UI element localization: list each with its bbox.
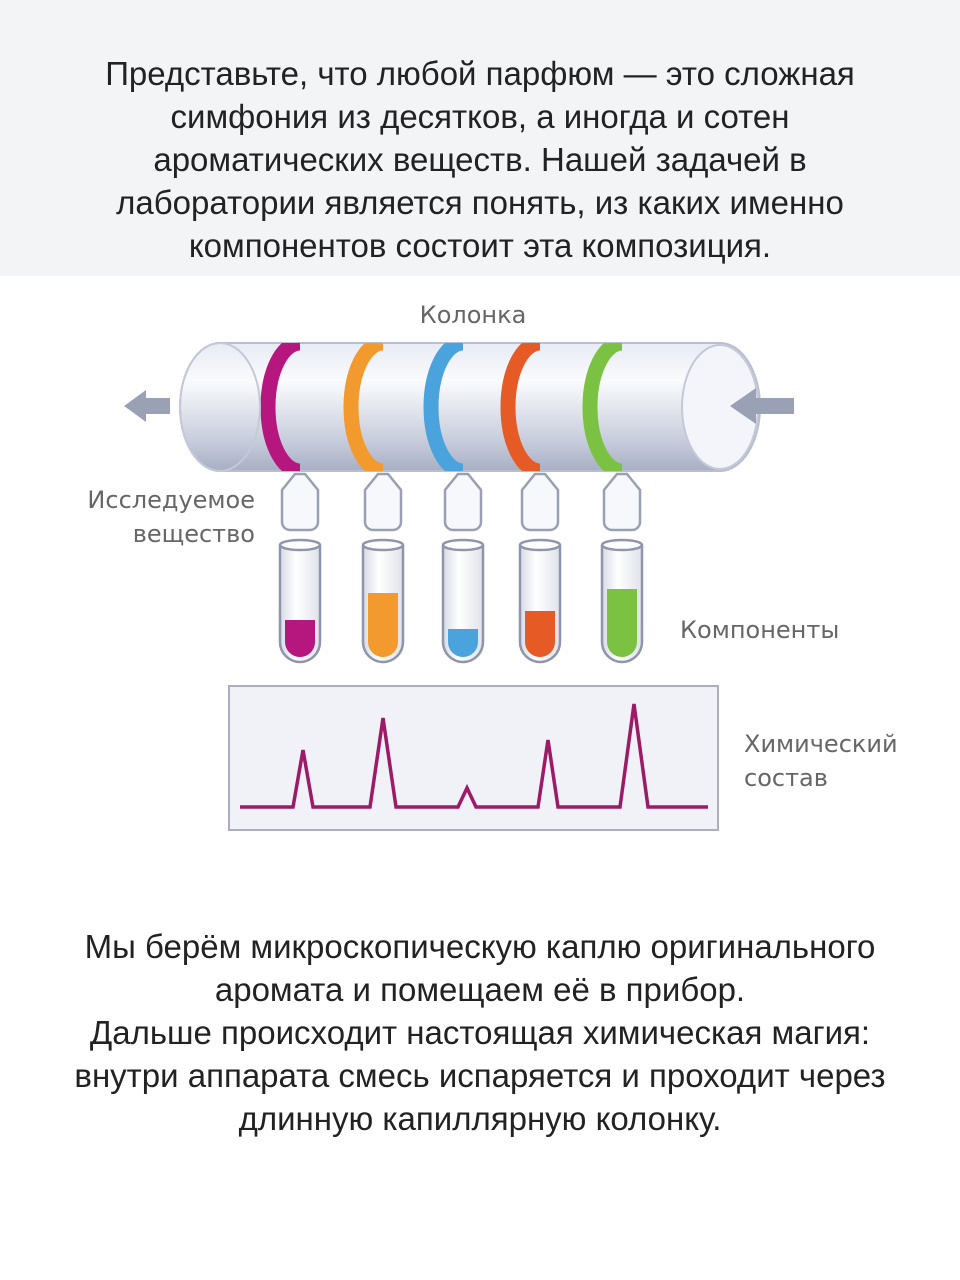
column: [179, 342, 761, 472]
liquid-green: [607, 589, 637, 657]
outro-line: аромата и помещаем её в прибор.: [214, 971, 746, 1008]
sample-label-line2: вещество: [133, 520, 255, 548]
intro-line: ароматических веществ. Нашей задачей в: [153, 141, 807, 178]
intro-line: симфония из десятков, а иногда и сотен: [170, 98, 790, 135]
vial: [602, 472, 642, 532]
column-band-orange: [343, 343, 384, 471]
sample-label-line1: Исследуемое: [87, 486, 255, 514]
intro-line: лаборатории является понять, из каких им…: [116, 184, 844, 221]
outro-line: внутри аппарата смесь испаряется и прохо…: [74, 1057, 886, 1094]
components-label: Компоненты: [680, 616, 839, 644]
intro-line: Представьте, что любой парфюм — это слож…: [105, 55, 855, 92]
liquid-magenta: [285, 620, 315, 657]
outro-line: Дальше происходит настоящая химическая м…: [89, 1014, 871, 1051]
column-label: Колонка: [420, 301, 527, 329]
composition-label-line1: Химический: [744, 730, 898, 758]
vial: [280, 472, 320, 532]
vial: [520, 472, 560, 532]
column-band-green: [582, 343, 623, 471]
vial: [443, 472, 483, 532]
intro-line: компонентов состоит эта композиция.: [188, 227, 772, 264]
test-tube-rim: [441, 538, 485, 552]
vial: [363, 472, 403, 532]
test-tube-rim: [600, 538, 644, 552]
outro-line: Мы берём микроскопическую каплю оригинал…: [84, 928, 876, 965]
outro-text: Мы берём микроскопическую каплю оригинал…: [20, 925, 940, 1140]
liquid-blue: [448, 629, 478, 657]
outlet-arrow-icon: [124, 390, 170, 422]
column-band-red-orange: [500, 343, 541, 471]
inlet-arrow-icon: [730, 388, 794, 424]
test-tube-rim: [278, 538, 322, 552]
test-tube-rim: [518, 538, 562, 552]
outro-line: длинную капиллярную колонку.: [238, 1100, 722, 1137]
composition-label-line2: состав: [744, 764, 828, 792]
column-band-magenta: [260, 343, 301, 471]
column-band-blue: [423, 343, 464, 471]
intro-background: [0, 0, 960, 276]
intro-text: Представьте, что любой парфюм — это слож…: [40, 52, 920, 267]
test-tube-rim: [361, 538, 405, 552]
chromatogram-trace: [240, 703, 708, 809]
liquid-orange: [368, 593, 398, 657]
liquid-red-orange: [525, 611, 555, 657]
